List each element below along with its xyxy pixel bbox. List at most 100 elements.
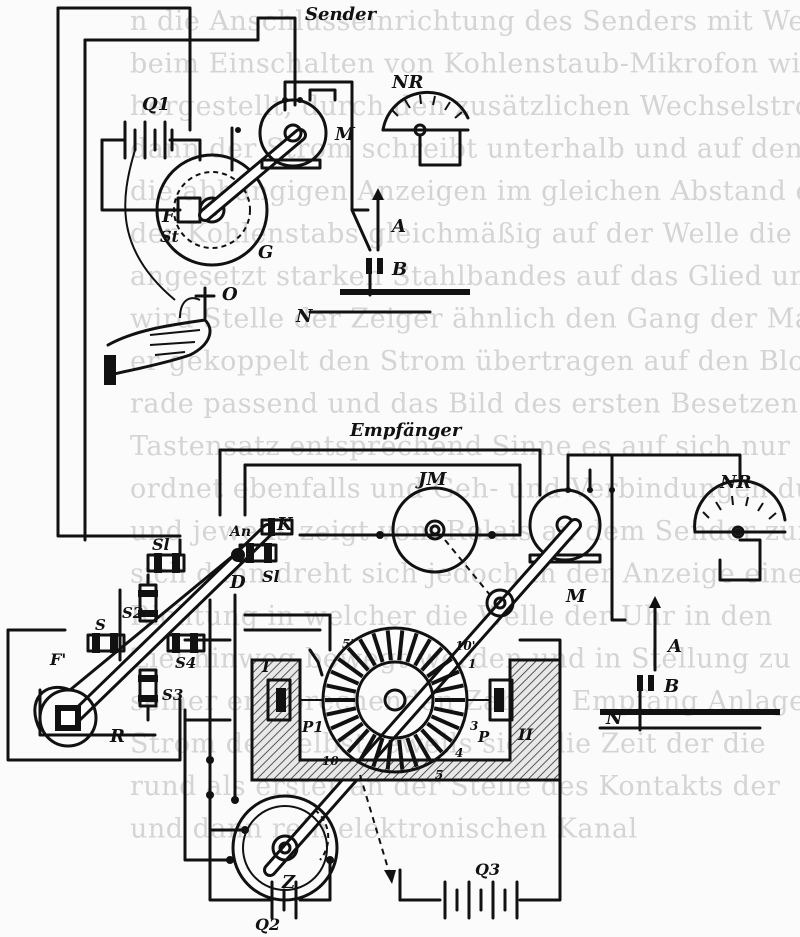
label-nr-receiver: NR: [719, 472, 751, 493]
label-sl-left: Sl: [152, 535, 170, 554]
commutator-segment: [337, 721, 364, 743]
label-m-sender: M: [334, 124, 356, 145]
sender-shaft: [198, 128, 307, 222]
sender-motor-m: [258, 97, 328, 170]
label-4: 4: [455, 746, 463, 760]
commutator-segment: [433, 706, 464, 717]
label-roman-i: I: [261, 657, 270, 676]
receiver-motor-m: [528, 487, 615, 564]
commutator-segment: [337, 657, 364, 679]
label-d: D: [229, 572, 246, 593]
commutator-segment: [371, 737, 385, 768]
label-s-left: S: [95, 616, 106, 634]
battery-q1: [123, 120, 174, 160]
label-q3: Q3: [475, 860, 500, 879]
commutator-segment: [405, 632, 419, 663]
background-text-line: Richtung in welcher die Welle der Uhr in…: [130, 601, 773, 632]
commutator-segment: [358, 638, 377, 667]
label-k: K: [276, 514, 294, 535]
label-roman-ii: II: [517, 725, 533, 744]
commutator-segment: [385, 739, 393, 770]
background-text-line: der Kohlenstabs gleichmäßig auf der Well…: [130, 219, 800, 250]
junction-dots: [206, 756, 334, 864]
label-5-prime: 5': [342, 637, 354, 651]
commutator-segment: [405, 737, 419, 768]
commutator-segment: [346, 646, 370, 672]
background-text-line: und jeweils zeigt vom Relais an dem Send…: [130, 516, 800, 547]
label-sl-right: Sl: [262, 567, 280, 586]
background-text-line: er gekoppelt den Strom übertragen auf de…: [130, 346, 800, 377]
label-jm: JM: [415, 469, 448, 490]
commutator-wheel: [300, 626, 490, 774]
label-1: 1: [468, 657, 476, 671]
receiver-wiring: [6, 448, 762, 902]
background-text-line: rade passend und das Bild des ersten Bes…: [130, 389, 800, 420]
label-g: G: [258, 242, 273, 263]
label-n-sender: N: [295, 306, 314, 327]
receiver-shaft: [263, 518, 582, 877]
commutator-segment: [358, 733, 377, 762]
label-nr-sender: NR: [391, 72, 423, 93]
relay-r: [33, 523, 275, 748]
disc-g: [155, 127, 269, 267]
label-r: R: [109, 726, 125, 747]
commutator-segment: [420, 728, 444, 754]
label-3: 3: [470, 719, 478, 733]
background-text-line: angesetzt starken Stahlbandes auf das Gl…: [130, 261, 800, 292]
label-an: An: [228, 524, 251, 540]
label-b-receiver: B: [663, 676, 679, 697]
commutator-segment: [330, 714, 360, 731]
background-text-line: wird Stelle der Zeiger ähnlich den Gang …: [130, 304, 800, 335]
label-sender: Sender: [305, 4, 378, 25]
magnet-frame: [250, 658, 562, 782]
label-p: P: [477, 728, 490, 746]
label-q2: Q2: [255, 915, 280, 934]
label-f-prime: F': [49, 650, 66, 669]
label-st: St: [160, 227, 180, 246]
label-s2: S2: [122, 604, 143, 622]
commutator-segment: [430, 714, 460, 731]
label-q1: Q1: [142, 94, 170, 115]
hand-with-key-o: [104, 286, 216, 385]
label-f: F: [161, 206, 176, 227]
commutator-segment: [346, 728, 370, 754]
label-empfaenger: Empfänger: [349, 420, 463, 441]
battery-q3: [443, 880, 519, 920]
commutator-segment: [326, 683, 357, 694]
label-b-sender: B: [391, 259, 407, 280]
commutator-segment: [430, 669, 460, 686]
label-z: Z: [281, 872, 296, 893]
background-text-line: Tastensatz entsprechend Sinne es auf sic…: [130, 431, 800, 462]
commutator-segment: [426, 657, 453, 679]
background-text-line: Strom der selbst jeweils sich die Zeit d…: [130, 729, 766, 760]
label-10-prime: 10': [455, 639, 475, 653]
commutator-segment: [385, 630, 393, 661]
commutator-segment: [326, 706, 357, 717]
commutator-segment: [330, 669, 360, 686]
commutator-segment: [371, 632, 385, 663]
commutator-segment: [413, 733, 432, 762]
solenoids: [86, 518, 294, 722]
background-text-line: beim Einschalten von Kohlenstaub-Mikrofo…: [130, 49, 800, 80]
label-a-receiver: A: [666, 636, 682, 657]
background-text-line: hergestellt, durch den zusätzlichen Wech…: [130, 91, 800, 122]
label-s4: S4: [175, 654, 196, 672]
label-5: 5: [435, 768, 443, 782]
receiver-nr: [693, 479, 787, 539]
label-p1: P1: [301, 718, 324, 736]
label-n-receiver: N: [605, 708, 624, 729]
label-m-receiver: M: [565, 586, 587, 607]
commutator-segment: [397, 630, 405, 661]
battery-q2: [270, 880, 298, 920]
commutator-segment: [413, 638, 432, 667]
receiver-jm: [376, 486, 496, 596]
label-10: 10: [322, 754, 339, 768]
label-o: O: [222, 284, 238, 305]
commutator-segment: [397, 739, 405, 770]
background-text-line: dann der Strom schreibt unterhalb und au…: [130, 134, 800, 165]
commutator-segment: [426, 721, 453, 743]
receiver-switch: [598, 596, 780, 730]
background-text-line: n die Anschlusseinrichtung des Senders m…: [130, 6, 800, 37]
